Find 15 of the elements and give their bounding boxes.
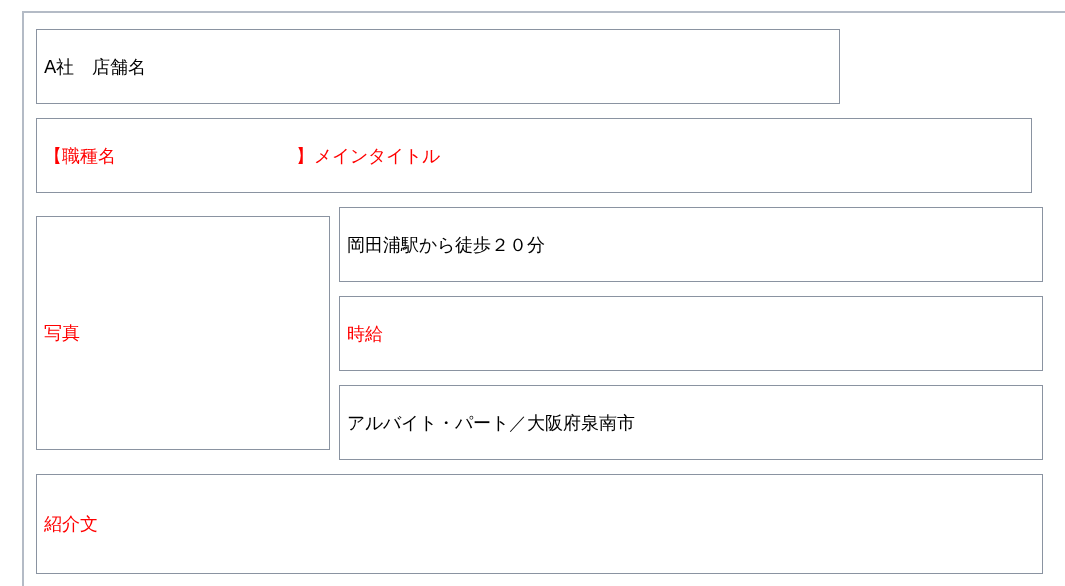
wage-label: 時給: [347, 322, 383, 345]
access-text: 岡田浦駅から徒歩２０分: [347, 233, 545, 256]
text-field: [339, 385, 1043, 460]
store-name: A社 店舗名: [44, 55, 147, 78]
job-title: 【職種名 】メインタイトル: [44, 144, 440, 167]
text-field: [36, 474, 1043, 574]
job-type-location: アルバイト・パート／大阪府泉南市: [347, 411, 635, 434]
photo-label: 写真: [44, 322, 80, 344]
introduction-label: 紹介文: [44, 513, 98, 535]
page-frame: [22, 11, 1065, 586]
photo-field: [36, 216, 330, 450]
text-field: [339, 296, 1043, 371]
text-field: [36, 118, 1032, 193]
text-field: [339, 207, 1043, 282]
text-field: [36, 29, 840, 104]
